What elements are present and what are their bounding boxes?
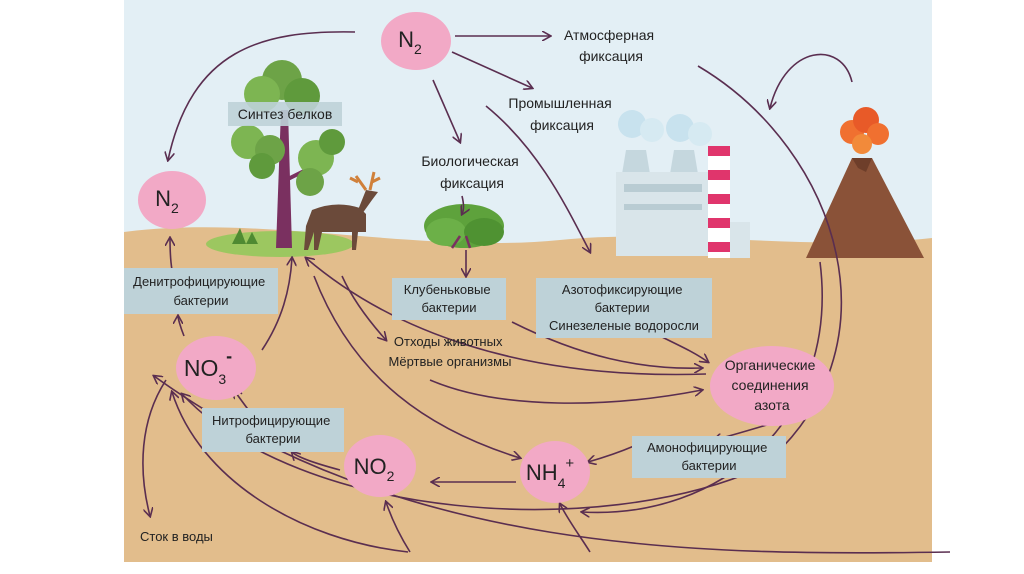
arrow-biological-to-bush — [462, 195, 464, 214]
deer-icon — [304, 171, 381, 250]
arrow-industrial-to-soil — [485, 105, 590, 252]
label-atmospheric-fixation: Атмосферная фиксация — [564, 27, 658, 64]
arrow-loop-to-no2 — [386, 502, 411, 553]
svg-text:N2: N2 — [155, 186, 179, 216]
arrow-loop-to-no3-a — [172, 392, 409, 553]
svg-text:Клубеньковые бактерии: Клубеньковые бактерии — [404, 282, 494, 315]
svg-text:Биологическая фиксация: Биологическая фиксация — [421, 153, 522, 191]
svg-text:NH4+: NH4+ — [526, 455, 575, 491]
arrow-loop-to-nh4 — [560, 504, 591, 553]
arrow-no3-to-plants — [261, 258, 292, 351]
svg-text:Промышленная фиксация: Промышленная фиксация — [508, 95, 615, 133]
arrow-no2-to-nitrifying — [292, 452, 341, 471]
label-animal-waste: Отходы животных Мёртвые организмы — [389, 334, 512, 369]
label-nitrifying-bacteria: Нитрофицирующие бактерии — [202, 408, 344, 452]
label-runoff: Сток в воды — [140, 529, 213, 544]
label-nodule-bacteria: Клубеньковые бактерии — [392, 278, 506, 320]
svg-text:Атмосферная фиксация: Атмосферная фиксация — [564, 27, 658, 64]
node-nh4: NH4+ — [520, 441, 590, 503]
arrow-waste-to-organic — [429, 379, 702, 404]
arrow-no3-to-runoff — [142, 379, 167, 516]
svg-text:Синтез белков: Синтез белков — [238, 106, 333, 122]
arrow-organic-to-plants — [306, 258, 707, 376]
svg-text:N2: N2 — [398, 27, 422, 57]
label-industrial-fixation: Промышленная фиксация — [508, 95, 615, 133]
svg-text:Органические соединения: Органические соединения азота — [725, 357, 820, 413]
factory-icon — [616, 110, 750, 258]
bush-icon — [424, 204, 504, 249]
arrow-n2-top-to-n2-left — [168, 31, 356, 160]
svg-text:Отходы животных Мёртвые: Отходы животных Мёртвые организмы — [389, 334, 512, 369]
arrow-plants-to-waste — [341, 275, 386, 340]
node-n2-left: N2 — [138, 171, 206, 229]
arrow-n2-to-industrial — [451, 51, 532, 88]
label-protein-synthesis: Синтез белков — [228, 102, 342, 126]
arrow-plants-to-nh4 — [313, 275, 520, 458]
label-ammonifying-bacteria: Амонофицирующие бактерии — [632, 436, 786, 478]
arrow-volcano-loop — [770, 53, 853, 108]
node-n2-top: N2 — [381, 12, 451, 70]
volcano-icon — [806, 107, 924, 258]
svg-text:NO2: NO2 — [354, 454, 395, 484]
svg-text:Нитрофицирующие бактерии: Нитрофицирующие бактерии — [212, 413, 334, 446]
arrow-azotofix-to-organic — [659, 335, 708, 362]
arrow-ammonifying-to-nh4 — [588, 445, 635, 462]
label-azotofixing-bacteria: Азотофиксирующие бактерии Синезеленые во… — [536, 278, 712, 338]
svg-text:Амонофицирующие бактерии: Амонофицирующие бактерии — [647, 440, 771, 473]
svg-text:Азотофиксирующие бактери: Азотофиксирующие бактерии Синезеленые во… — [549, 282, 699, 333]
node-no2: NO2 — [344, 435, 416, 497]
node-no3: NO3- — [176, 336, 256, 400]
svg-text:Денитрофицирующие бактер: Денитрофицирующие бактерии — [133, 274, 269, 308]
node-organic-nitrogen: Органические соединения азота — [710, 346, 834, 426]
label-denitrifying-bacteria: Денитрофицирующие бактерии — [124, 268, 278, 314]
arrow-no3-to-denitrifying — [178, 316, 185, 337]
svg-text:NO3-: NO3- — [184, 346, 232, 387]
arrow-n2-to-biological — [432, 79, 460, 142]
arrow-denitrifying-to-n2 — [170, 238, 172, 271]
label-biological-fixation: Биологическая фиксация — [421, 153, 522, 191]
